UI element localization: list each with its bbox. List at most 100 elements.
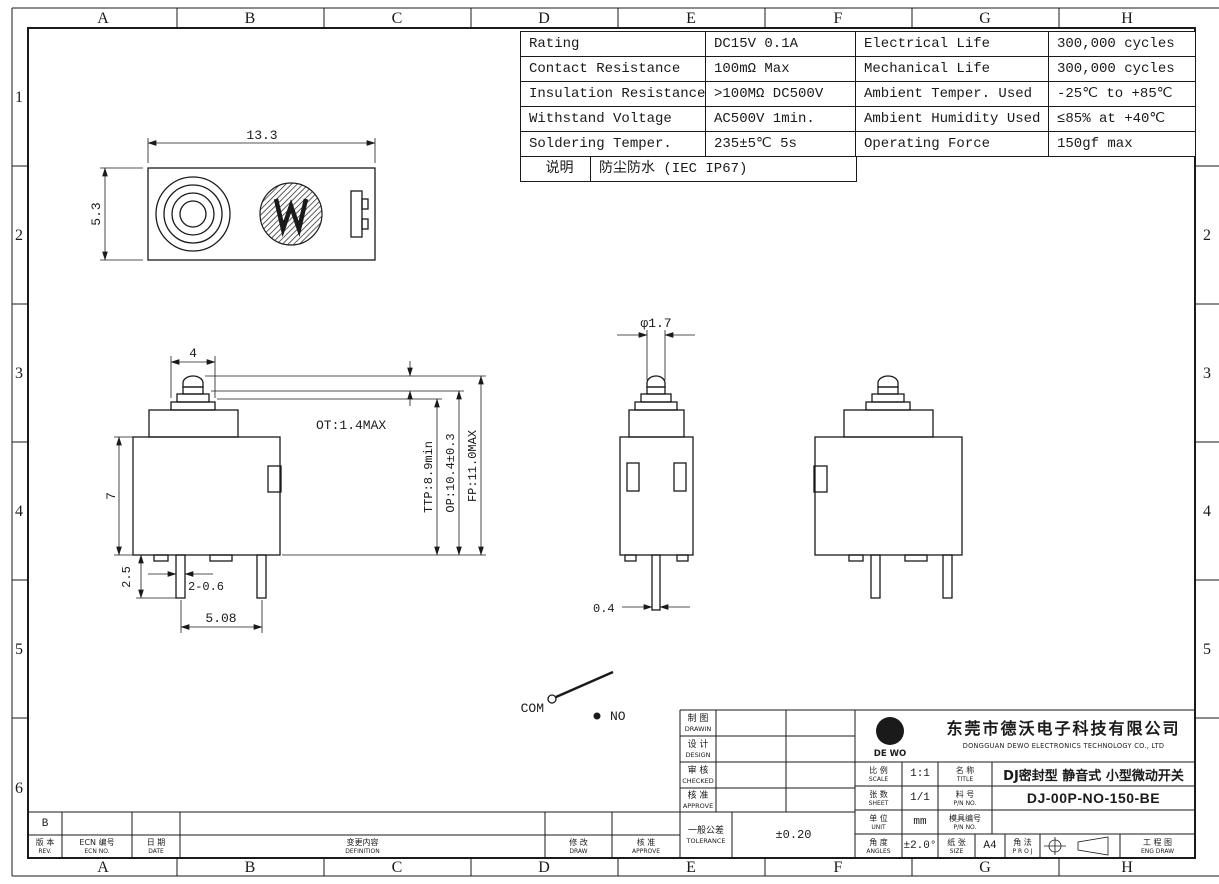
plunger-dome xyxy=(877,375,899,388)
zone-letter: D xyxy=(538,859,550,876)
dim-pin-offset: 2.5 xyxy=(120,566,134,588)
zone-letter: E xyxy=(686,10,696,27)
angles-value: ±2.0° xyxy=(903,840,937,852)
spec-value: 150gf max xyxy=(1048,131,1196,157)
sheet-value: 1/1 xyxy=(910,792,930,804)
zone-number: 2 xyxy=(15,227,23,244)
dim-plunger-width: 4 xyxy=(189,346,197,361)
side-terminal xyxy=(350,190,369,238)
circuit-symbol: COM NO xyxy=(521,670,626,724)
terminal-pin xyxy=(870,554,881,599)
dim-fp: FP:11.0MAX xyxy=(466,430,480,502)
unit-value: mm xyxy=(913,816,927,828)
roller-circles xyxy=(155,176,231,252)
no-terminal xyxy=(593,712,601,720)
dim-ttp: TTP:8.9min xyxy=(422,441,436,513)
spec-row: Contact Resistance 100mΩ Max Mechanical … xyxy=(520,56,1196,82)
dim-top-height: 5.3 xyxy=(89,202,104,225)
spec-label: Contact Resistance xyxy=(520,56,706,82)
spec-label: Electrical Life xyxy=(855,31,1049,57)
spec-value: 300,000 cycles xyxy=(1048,56,1196,82)
dim-top-width: 13.3 xyxy=(246,128,277,143)
zone-letter: F xyxy=(834,10,843,27)
company-name-cn: 东莞市德沃电子科技有限公司 xyxy=(946,719,1181,738)
zone-number: 5 xyxy=(1203,641,1211,658)
zone-letter: C xyxy=(392,859,403,876)
zone-number: 6 xyxy=(15,780,23,797)
zone-letter: D xyxy=(538,10,550,27)
spec-value: 100mΩ Max xyxy=(705,56,856,82)
spec-label: Insulation Resistance xyxy=(520,81,706,107)
zone-number: 1 xyxy=(15,89,23,106)
spec-value: -25℃ to +85℃ xyxy=(1048,81,1196,107)
logo-circle xyxy=(876,717,904,745)
spec-label: Ambient Humidity Used xyxy=(855,106,1049,132)
spec-row: Withstand Voltage AC500V 1min. Ambient H… xyxy=(520,106,1196,132)
company-logo: W DE WO xyxy=(874,717,906,759)
rev-value: B xyxy=(41,817,49,830)
size-value: A4 xyxy=(983,840,997,852)
spec-value: AC500V 1min. xyxy=(705,106,856,132)
spec-label: Ambient Temper. Used xyxy=(855,81,1049,107)
zone-letter: G xyxy=(979,859,991,876)
company-name-en: DONGGUAN DEWO ELECTRONICS TECHNOLOGY CO.… xyxy=(962,742,1165,750)
spec-note-label: 说明 xyxy=(520,156,591,182)
zone-letter: A xyxy=(97,859,109,876)
scale-value: 1:1 xyxy=(910,768,930,780)
no-label: NO xyxy=(610,709,626,724)
dim-body-height: 7 xyxy=(104,492,119,500)
zone-number: 5 xyxy=(15,641,23,658)
terminal-pin xyxy=(175,554,186,599)
logo-marking xyxy=(259,182,323,246)
top-view: 13.3 5.3 xyxy=(89,128,376,261)
spec-note-row: 说明 防尘防水 (IEC IP67) xyxy=(520,156,1196,182)
spec-label: Withstand Voltage xyxy=(520,106,706,132)
dim-plunger-dia: φ1.7 xyxy=(640,316,671,331)
zone-letter: G xyxy=(979,10,991,27)
zone-letter: B xyxy=(245,859,256,876)
spec-label: Operating Force xyxy=(855,131,1049,157)
front-view: 4 OT:1.4MAX TTP:8.9min OP:10.4±0.3 FP:11… xyxy=(104,346,486,633)
zone-letter: A xyxy=(97,10,109,27)
terminal-pin xyxy=(256,554,267,599)
terminal-pin xyxy=(651,554,661,611)
switch-lever xyxy=(555,670,614,699)
zone-letter: F xyxy=(834,859,843,876)
zone-number: 2 xyxy=(1203,227,1211,244)
drawing-title: DJ密封型 静音式 小型微动开关 xyxy=(1003,768,1184,784)
zone-labels: A B C D E F G H A B C D E F G H 1 2 3 4 … xyxy=(15,10,1211,876)
part-number: DJ-00P-NO-150-BE xyxy=(1026,790,1161,806)
com-terminal xyxy=(547,694,557,704)
terminal-pin xyxy=(942,554,953,599)
spec-row: Insulation Resistance >100MΩ DC500V Ambi… xyxy=(520,81,1196,107)
dim-pin-pitch: 5.08 xyxy=(205,611,236,626)
dim-pin-thickness: 0.4 xyxy=(593,602,615,616)
spec-row: Rating DC15V 0.1A Electrical Life 300,00… xyxy=(520,31,1196,57)
dim-op: OP:10.4±0.3 xyxy=(444,433,458,512)
spec-table: Rating DC15V 0.1A Electrical Life 300,00… xyxy=(520,31,1196,182)
zone-letter: H xyxy=(1121,859,1133,876)
zone-number: 3 xyxy=(15,365,23,382)
plunger-dome xyxy=(182,375,204,388)
spec-label: Soldering Temper. xyxy=(520,131,706,157)
spec-value: DC15V 0.1A xyxy=(705,31,856,57)
